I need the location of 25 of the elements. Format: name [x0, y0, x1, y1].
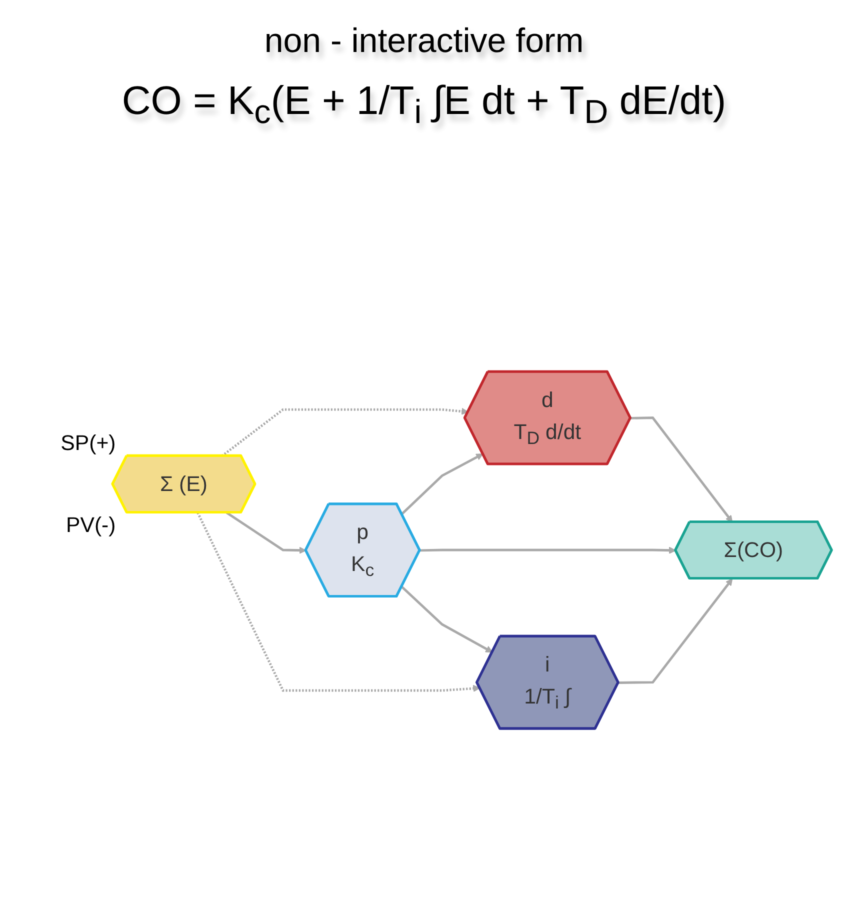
arrow: [400, 454, 484, 516]
node-text: 1/T$_{i}$ ∫: [523, 682, 573, 715]
node-heading: i: [544, 650, 551, 678]
arrow: [630, 416, 733, 522]
node-text: Σ(CO): [722, 536, 784, 564]
hexagon: [674, 520, 833, 580]
diagram-title: non - interactive form: [264, 22, 584, 61]
node-text: T$_{D}$ d/dt: [512, 418, 582, 450]
node-text: K$_{c}$: [350, 550, 376, 582]
arrow: [226, 512, 306, 554]
side-label: SP(+): [60, 429, 116, 457]
hexagon: [304, 502, 421, 598]
hexagon: [463, 370, 632, 466]
node-text: Σ (E): [158, 470, 208, 498]
dashed-arrow: [221, 408, 468, 457]
node-heading: d: [540, 386, 554, 414]
hexagon: [476, 634, 620, 730]
arrow: [618, 578, 733, 684]
arrow: [400, 586, 493, 653]
node-heading: p: [356, 518, 370, 546]
side-label: PV(-): [66, 511, 116, 539]
arrow: [420, 546, 676, 554]
formula-text: CO = K$_{c}$(E + 1/T$_{i}$ ∫E dt + T$_{D}$ dE/dt): [122, 79, 726, 132]
hexagon: [111, 454, 256, 514]
dashed-arrow: [196, 512, 480, 692]
